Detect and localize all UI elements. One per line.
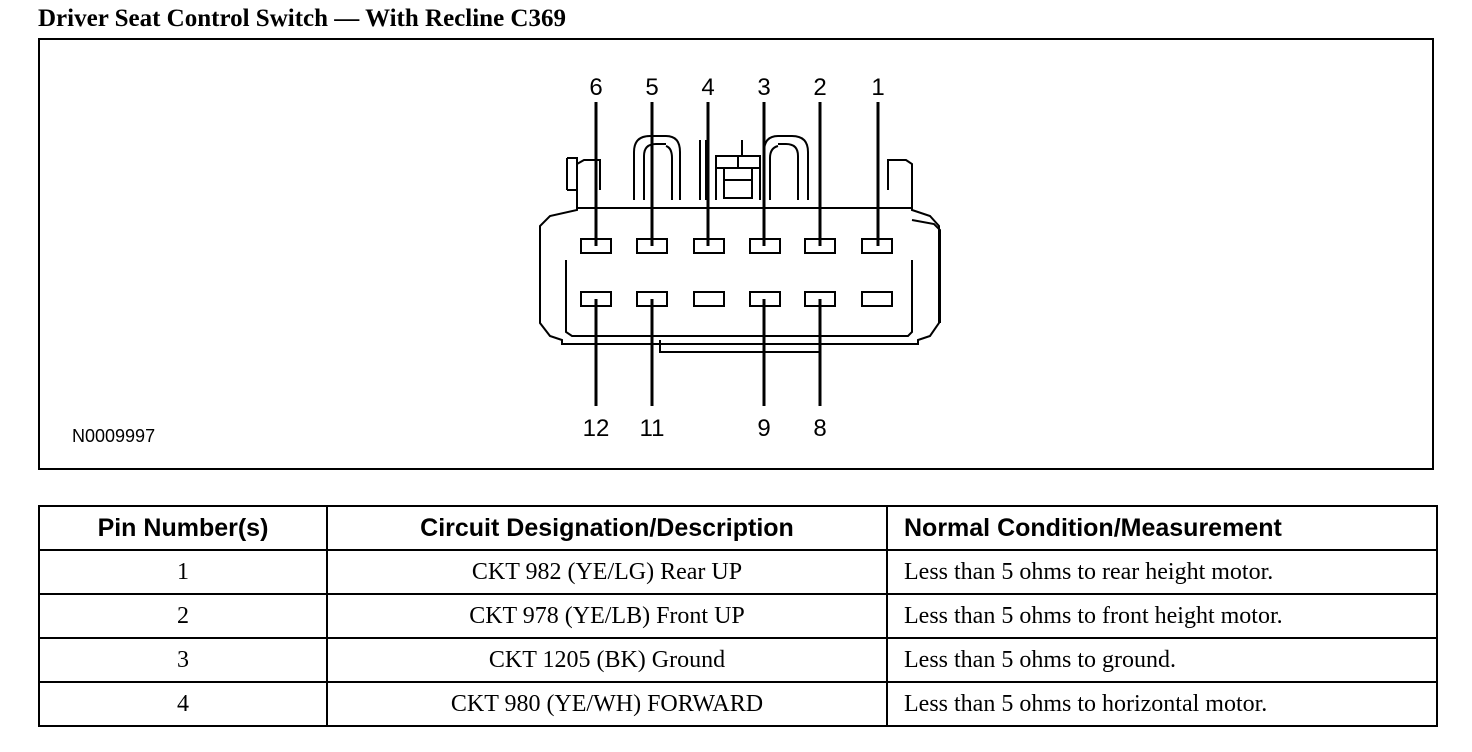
pin-table: Pin Number(s) Circuit Designation/Descri… <box>38 505 1438 727</box>
cell-pin: 1 <box>38 549 328 595</box>
pin-label-4: 4 <box>701 74 714 101</box>
pin-label-1: 1 <box>871 74 884 101</box>
cell-circuit: CKT 982 (YE/LG) Rear UP <box>326 549 888 595</box>
cell-condition: Less than 5 ohms to front height motor. <box>886 593 1438 639</box>
table-row: 4 CKT 980 (YE/WH) FORWARD Less than 5 oh… <box>38 681 1438 727</box>
connector-figure: 6 5 4 3 2 1 12 11 9 8 N0009997 <box>38 38 1434 470</box>
pin-label-2: 2 <box>813 74 826 101</box>
cell-pin: 3 <box>38 637 328 683</box>
table-header-row: Pin Number(s) Circuit Designation/Descri… <box>38 505 1438 551</box>
table-row: 1 CKT 982 (YE/LG) Rear UP Less than 5 oh… <box>38 549 1438 595</box>
table-row: 3 CKT 1205 (BK) Ground Less than 5 ohms … <box>38 637 1438 683</box>
cell-pin: 4 <box>38 681 328 727</box>
header-pin-number: Pin Number(s) <box>38 505 328 551</box>
pin-label-5: 5 <box>645 74 658 101</box>
header-circuit: Circuit Designation/Description <box>326 505 888 551</box>
table-row: 2 CKT 978 (YE/LB) Front UP Less than 5 o… <box>38 593 1438 639</box>
cell-circuit: CKT 978 (YE/LB) Front UP <box>326 593 888 639</box>
pin-label-8: 8 <box>813 415 826 442</box>
pin-label-6: 6 <box>589 74 602 101</box>
page-title: Driver Seat Control Switch — With Reclin… <box>38 5 566 32</box>
bottom-leader-lines <box>594 299 822 406</box>
pin-label-3: 3 <box>757 74 770 101</box>
cell-condition: Less than 5 ohms to rear height motor. <box>886 549 1438 595</box>
connector-diagram: 6 5 4 3 2 1 12 11 9 8 <box>539 74 941 442</box>
top-row-cavities <box>580 238 893 254</box>
cell-condition: Less than 5 ohms to horizontal motor. <box>886 681 1438 727</box>
cell-condition: Less than 5 ohms to ground. <box>886 637 1438 683</box>
cell-circuit: CKT 980 (YE/WH) FORWARD <box>326 681 888 727</box>
top-leader-lines <box>594 102 880 246</box>
pin-label-9: 9 <box>757 415 770 442</box>
header-condition: Normal Condition/Measurement <box>886 505 1438 551</box>
bottom-row-cavities <box>580 291 893 307</box>
connector-housing <box>539 135 941 353</box>
cell-pin: 2 <box>38 593 328 639</box>
figure-id: N0009997 <box>72 426 156 446</box>
pin-label-12: 12 <box>583 415 610 442</box>
cell-circuit: CKT 1205 (BK) Ground <box>326 637 888 683</box>
pin-label-11: 11 <box>640 415 665 442</box>
